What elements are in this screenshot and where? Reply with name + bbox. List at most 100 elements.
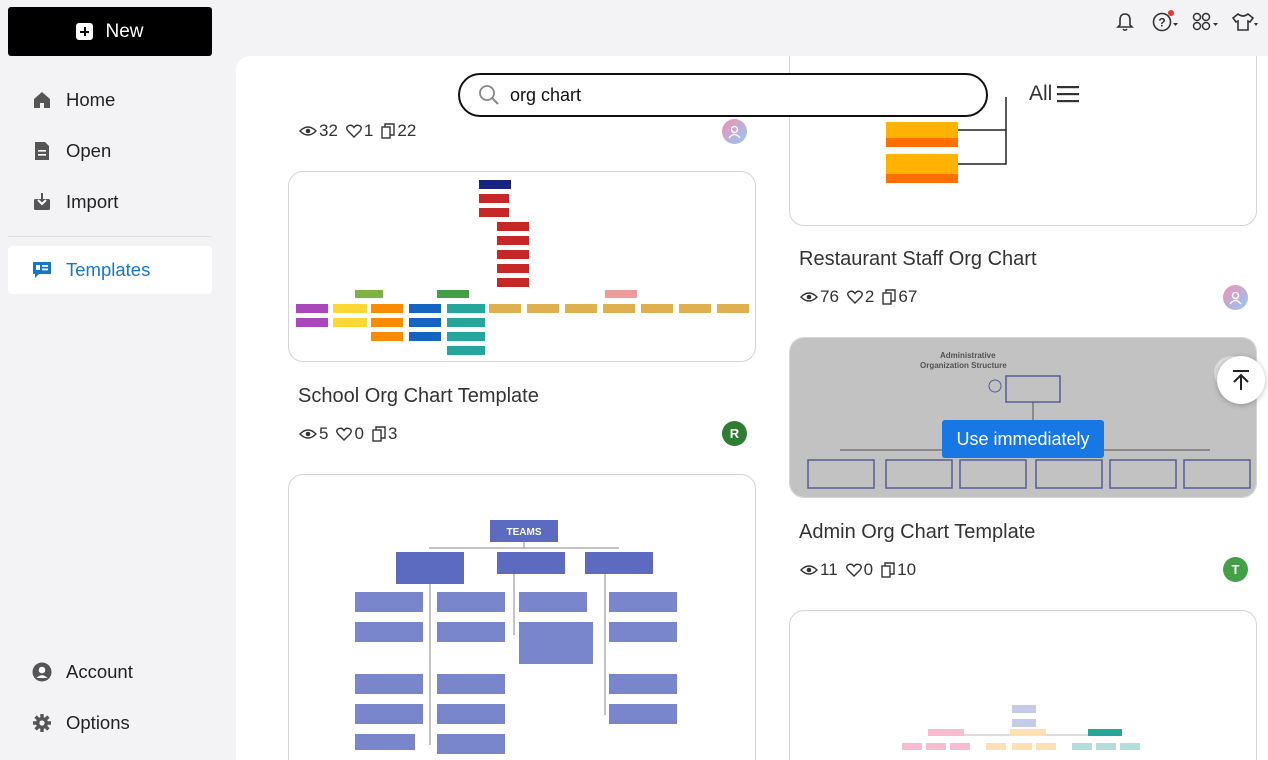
sidebar-item-label: Open [66,140,112,161]
card-stats: 76 2 67 [800,287,917,307]
views-stat: 5 [299,424,328,444]
copy-icon [372,426,386,442]
template-thumbnail: TEAMS [289,475,755,760]
hamburger-icon [1057,85,1080,103]
search-bar[interactable] [458,73,988,117]
use-immediately-button[interactable]: Use immediately [942,420,1104,458]
template-thumbnail: Administrative Organization Structure [790,338,1256,497]
arrow-up-icon [1231,369,1251,391]
sidebar-item-home[interactable]: Home [8,76,212,124]
copies-stat: 10 [881,560,916,580]
sidebar-item-label: Account [66,661,133,682]
import-icon [32,192,52,212]
sidebar-item-label: Options [66,712,130,733]
avatar[interactable]: R [722,421,747,446]
template-thumbnail [790,56,1256,225]
likes-count: 0 [354,424,364,443]
copies-stat: 67 [882,287,917,307]
avatar[interactable]: T [1223,557,1248,582]
top-toolbar: ? [1112,8,1258,36]
sidebar-item-label: Templates [66,259,151,280]
templates-icon [32,260,52,280]
account-icon [32,662,52,682]
document-icon [32,141,52,161]
thumb-title: Administrative [940,351,996,360]
sidebar-item-label: Home [66,89,116,110]
help-icon[interactable]: ? [1152,9,1178,35]
heart-icon [336,427,353,441]
heart-icon [845,563,862,577]
template-thumbnail [289,172,755,361]
sidebar-item-account[interactable]: Account [8,648,212,696]
views-count: 32 [319,121,338,140]
scroll-to-top-button[interactable] [1217,356,1265,404]
copy-icon [881,562,895,578]
likes-stat: 0 [336,424,364,444]
likes-stat: 1 [345,121,374,141]
views-count: 76 [820,287,839,306]
template-card-school[interactable] [288,171,756,362]
thumb-subtitle: Organization Structure [920,361,1007,370]
svg-text:?: ? [1158,16,1165,30]
apps-icon[interactable] [1192,9,1218,35]
views-stat: 32 [299,121,338,141]
copy-icon [882,289,897,305]
card-stats: 32 1 22 [299,121,416,141]
template-card-restaurant[interactable] [789,56,1257,226]
teams-root-label: TEAMS [507,527,542,538]
search-input[interactable] [510,84,950,106]
card-stats: 11 0 10 [800,560,916,580]
eye-icon [800,291,818,303]
template-card-bottom-right[interactable] [789,610,1257,760]
likes-stat: 0 [845,560,874,580]
views-stat: 76 [800,287,839,307]
sidebar-item-label: Import [66,191,119,212]
main-content: All 32 1 22 Restaurant Staff Org Chart 7… [236,56,1268,760]
eye-icon [299,428,317,440]
avatar[interactable] [1223,285,1248,310]
bell-icon[interactable] [1112,9,1138,35]
home-icon [32,90,52,110]
shirt-icon[interactable] [1232,9,1258,35]
template-card-admin[interactable]: Administrative Organization Structure Us… [789,337,1257,498]
likes-count: 1 [363,121,374,140]
likes-count: 0 [863,560,874,579]
sidebar-divider [8,236,212,237]
copies-stat: 22 [381,121,416,141]
eye-icon [800,564,818,576]
sidebar-item-import[interactable]: Import [8,178,212,226]
template-card-teams[interactable]: TEAMS [288,474,756,760]
plus-icon [76,23,94,40]
card-title[interactable]: School Org Chart Template [298,385,539,407]
new-button[interactable]: New [8,7,212,56]
notification-dot [1168,10,1174,16]
sidebar-item-options[interactable]: Options [8,699,212,747]
heart-icon [345,124,362,138]
copies-count: 10 [897,560,917,579]
sidebar-item-open[interactable]: Open [8,127,212,175]
avatar[interactable] [722,119,747,144]
sidebar: New Home Open Import Templates Account [0,0,236,760]
copies-count: 3 [387,424,398,443]
filter-menu[interactable]: All [1029,82,1080,106]
gear-icon [32,713,52,733]
sidebar-item-templates[interactable]: Templates [8,246,212,294]
filter-label: All [1029,82,1053,105]
likes-stat: 2 [846,287,875,307]
likes-count: 2 [864,287,875,306]
copies-count: 22 [397,121,417,140]
heart-icon [846,290,863,304]
search-icon [478,84,500,106]
card-title[interactable]: Admin Org Chart Template [799,521,1036,543]
copy-icon [381,123,396,139]
views-stat: 11 [800,560,838,580]
new-button-label: New [105,20,144,42]
eye-icon [299,125,317,137]
template-thumbnail [790,611,1256,760]
views-count: 11 [820,560,838,579]
card-title[interactable]: Restaurant Staff Org Chart [799,248,1037,270]
copies-stat: 3 [372,424,397,444]
views-count: 5 [319,424,329,443]
copies-count: 67 [898,287,918,306]
card-stats: 5 0 3 [299,424,397,444]
